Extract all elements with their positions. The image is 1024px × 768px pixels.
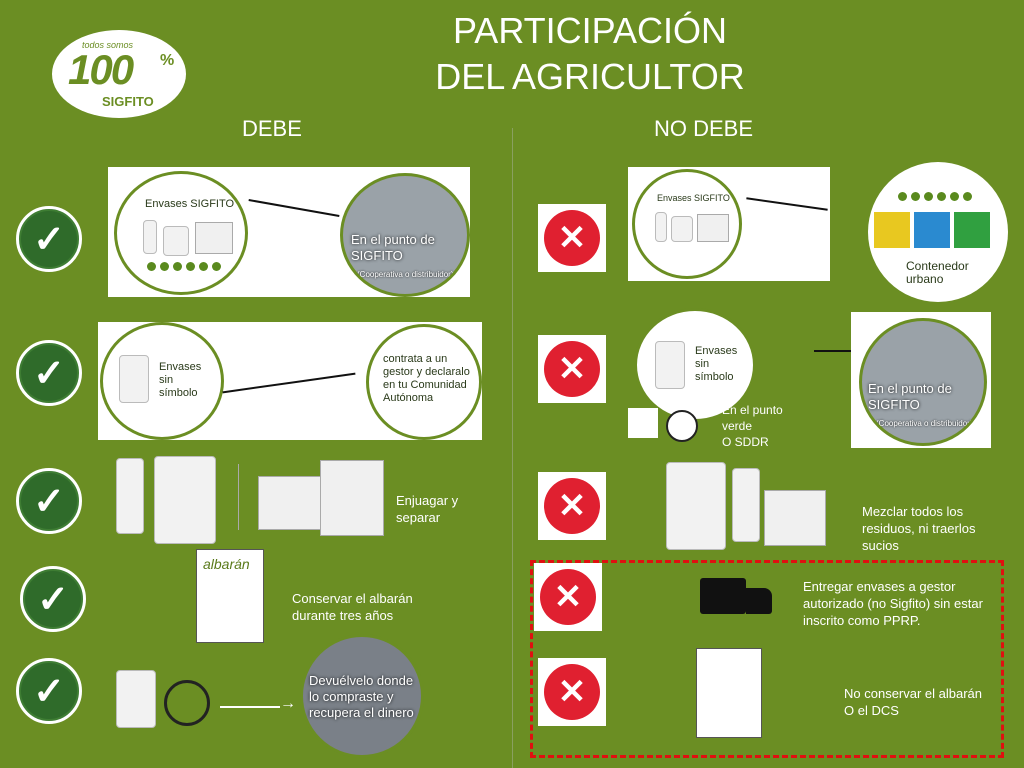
collection-point-sub: (Cooperativa o distribuidor) bbox=[357, 270, 454, 279]
collection-point-label: En el punto de SIGFITO bbox=[868, 381, 952, 412]
manager-circle: contrata a un gestor y declaralo en tu C… bbox=[366, 324, 482, 440]
no-symbol-label: Envases sin símbolo bbox=[695, 345, 738, 383]
no-keep-note-text: No conservar el albarán O el DCS bbox=[844, 686, 983, 718]
green-point-text: En el punto verde O SDDR bbox=[722, 403, 783, 449]
separator bbox=[238, 464, 239, 530]
arrow-icon bbox=[248, 199, 340, 217]
canister-icon bbox=[655, 341, 685, 389]
containers-label: Envases SIGFITO bbox=[145, 198, 235, 210]
green-dot-icon bbox=[628, 408, 658, 438]
canister-icon bbox=[119, 355, 149, 403]
no-symbol-circle: Envases sin símbolo bbox=[634, 308, 756, 422]
green-bin-icon bbox=[954, 212, 990, 248]
no-symbol-label: Envases sin símbolo bbox=[159, 361, 202, 399]
mix-waste-text: Mezclar todos los residuos, ni traerlos … bbox=[862, 504, 976, 553]
jerrycan-icon bbox=[154, 456, 216, 544]
jerrycan-icon bbox=[666, 462, 726, 550]
arrow-icon bbox=[222, 372, 356, 394]
logo-percent: % bbox=[160, 52, 175, 69]
delivery-note-doc: albarán bbox=[196, 549, 264, 643]
logo-tagline: todos somos bbox=[82, 40, 134, 50]
dots bbox=[898, 192, 972, 201]
check-icon: ✓ bbox=[16, 658, 82, 724]
collection-point-photo: En el punto de SIGFITO (Cooperativa o di… bbox=[340, 173, 470, 297]
arrow-icon bbox=[746, 197, 828, 211]
collection-point-photo: En el punto de SIGFITO (Cooperativa o di… bbox=[859, 318, 987, 446]
check-icon: ✓ bbox=[16, 468, 82, 534]
cross-icon: ✕ bbox=[538, 472, 606, 540]
column-heading-debe: DEBE bbox=[242, 116, 302, 141]
box-icon bbox=[764, 490, 826, 546]
logo-brand: SIGFITO bbox=[102, 94, 154, 109]
page-title: PARTICIPACIÓN DEL AGRICULTOR bbox=[360, 8, 820, 100]
bottle-icon bbox=[116, 458, 144, 534]
bottle-icon bbox=[143, 220, 157, 254]
no-symbol-panel: Envases sin símbolo contrata a un gestor… bbox=[98, 322, 482, 440]
canister-icon bbox=[163, 226, 189, 256]
keep-note-text: Conservar el albarán durante tres años bbox=[292, 591, 413, 623]
bag-icon bbox=[320, 460, 384, 536]
check-icon: ✓ bbox=[16, 206, 82, 272]
cross-icon: ✕ bbox=[538, 335, 606, 403]
sigfito-containers-panel: Envases SIGFITO bbox=[628, 167, 830, 281]
cross-icon: ✕ bbox=[538, 658, 606, 726]
box-icon bbox=[258, 476, 322, 530]
title-line-2: DEL AGRICULTOR bbox=[435, 56, 745, 97]
check-icon: ✓ bbox=[20, 566, 86, 632]
bottle-icon bbox=[732, 468, 760, 542]
blue-bin-icon bbox=[914, 212, 950, 248]
urban-container-circle: Contenedor urbano bbox=[868, 162, 1008, 302]
sigfito-dots bbox=[147, 262, 221, 271]
return-purchase-label: Devuélvelo donde lo compraste y recupera… bbox=[309, 673, 414, 720]
blank-document-icon bbox=[696, 648, 762, 738]
column-heading-no-debe: NO DEBE bbox=[654, 116, 754, 141]
truck-cab-icon bbox=[746, 588, 772, 614]
sigfito-containers-circle: Envases SIGFITO bbox=[114, 171, 248, 295]
warning-area bbox=[530, 560, 1004, 758]
containers-label: Envases SIGFITO bbox=[657, 193, 730, 203]
sigfito-containers-circle: Envases SIGFITO bbox=[632, 169, 742, 279]
check-icon: ✓ bbox=[16, 340, 82, 406]
title-line-1: PARTICIPACIÓN bbox=[452, 10, 728, 51]
no-symbol-icon bbox=[666, 410, 698, 442]
manager-text: contrata a un gestor y declaralo en tu C… bbox=[383, 353, 470, 404]
arrow-head-icon: → bbox=[280, 695, 296, 712]
doc-label: albarán bbox=[203, 556, 250, 572]
collection-point-sub: (Cooperativa o distribuidor) bbox=[876, 419, 973, 428]
arrow-icon bbox=[220, 706, 280, 708]
collection-point-label: En el punto de SIGFITO bbox=[351, 232, 435, 263]
return-purchase-photo: Devuélvelo donde lo compraste y recupera… bbox=[300, 634, 424, 758]
logo-number: 100 bbox=[68, 46, 134, 93]
yellow-bin-icon bbox=[874, 212, 910, 248]
unauthorized-manager-text: Entregar envases a gestor autorizado (no… bbox=[803, 579, 983, 628]
collection-point-panel: En el punto de SIGFITO (Cooperativa o di… bbox=[851, 312, 991, 448]
canister-icon bbox=[671, 216, 693, 242]
bottle-icon bbox=[655, 212, 667, 242]
urban-container-label: Contenedor urbano bbox=[906, 259, 969, 286]
cross-icon: ✕ bbox=[538, 204, 606, 272]
rinse-text: Enjuagar y separar bbox=[396, 493, 459, 525]
truck-body-icon bbox=[700, 578, 746, 614]
no-symbol-circle: Envases sin símbolo bbox=[100, 322, 224, 440]
box-icon bbox=[697, 214, 729, 242]
arrow-icon bbox=[814, 350, 852, 352]
cross-icon: ✕ bbox=[534, 563, 602, 631]
sigfito-return-panel: Envases SIGFITO En el punto de SIGFITO (… bbox=[108, 167, 470, 297]
box-icon bbox=[195, 222, 233, 254]
sigfito-logo: todos somos 100 % SIGFITO bbox=[52, 30, 186, 118]
canister-icon bbox=[116, 670, 156, 728]
column-divider bbox=[512, 128, 513, 768]
no-symbol-icon bbox=[164, 680, 210, 726]
